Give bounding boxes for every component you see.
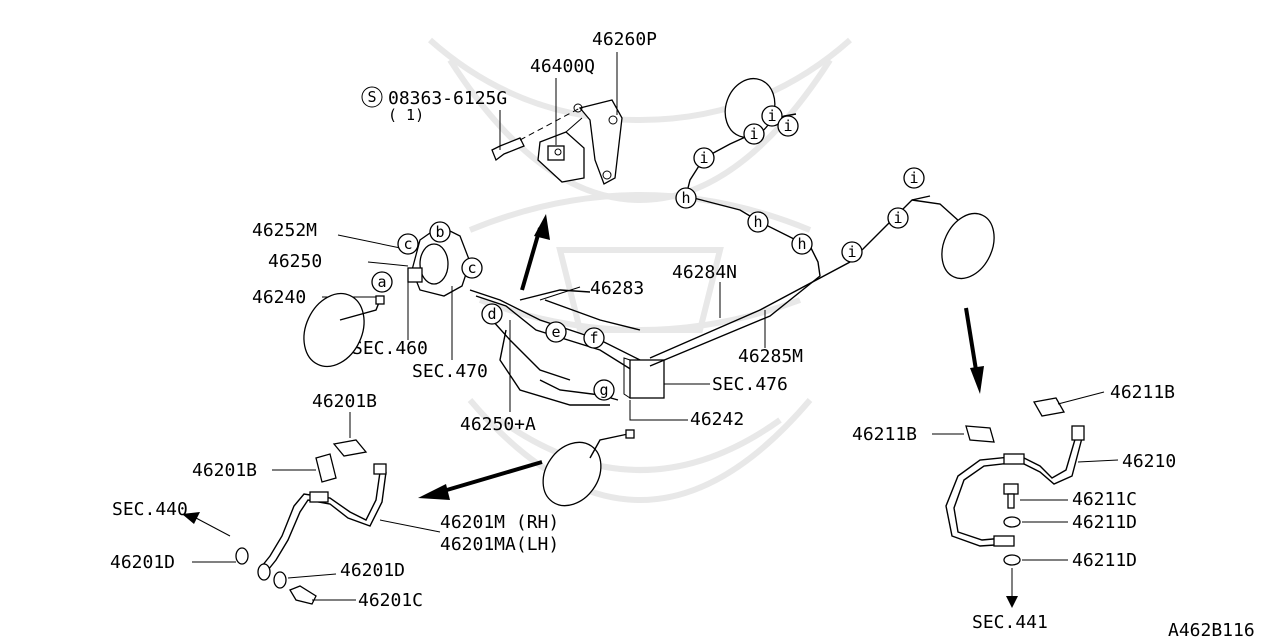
label-sec460: SEC.460 bbox=[352, 338, 428, 359]
callout-c-2: c bbox=[467, 259, 476, 277]
callout-e: e bbox=[551, 323, 560, 341]
label-46211D-1: 46211D bbox=[1072, 512, 1137, 533]
s-symbol: S bbox=[367, 88, 376, 106]
callout-i-3: i bbox=[767, 107, 776, 125]
callout-i-6: i bbox=[893, 209, 902, 227]
label-46201B-2: 46201B bbox=[192, 460, 257, 481]
label-46201D-1: 46201D bbox=[110, 552, 175, 573]
s-symbol-circle bbox=[361, 86, 383, 108]
callout-d: d bbox=[487, 305, 496, 323]
callout-b: b bbox=[435, 223, 444, 241]
sec441-arrowhead bbox=[1006, 596, 1018, 608]
label-46201C: 46201C bbox=[358, 590, 423, 611]
sensor-bracket-assembly bbox=[491, 52, 623, 185]
callout-i-4: i bbox=[783, 117, 792, 135]
label-46260P: 46260P bbox=[592, 29, 657, 50]
center-disc bbox=[542, 429, 635, 507]
sec440-arrowhead bbox=[182, 512, 200, 524]
arrow-up bbox=[520, 227, 542, 291]
label-46211B-1: 46211B bbox=[1110, 382, 1175, 403]
callout-i-7: i bbox=[909, 169, 918, 187]
callout-a: a bbox=[377, 273, 386, 291]
label-08363-6125G: 08363-6125G bbox=[388, 88, 507, 109]
label-sec441: SEC.441 bbox=[972, 612, 1048, 633]
watermark-logo bbox=[428, 37, 852, 503]
label-46210: 46210 bbox=[1122, 451, 1176, 472]
brake-valve-assembly bbox=[322, 225, 471, 360]
label-46211B-2: 46211B bbox=[852, 424, 917, 445]
label-sec470: SEC.470 bbox=[412, 361, 488, 382]
label-46201M: 46201M (RH) bbox=[440, 512, 559, 533]
label-46284N: 46284N bbox=[672, 262, 737, 283]
callout-i-5: i bbox=[847, 243, 856, 261]
arrow-up-head bbox=[534, 214, 550, 240]
main-pipes bbox=[649, 195, 931, 367]
callout-c-1: c bbox=[403, 235, 412, 253]
diagram-id: A462B116 bbox=[1168, 620, 1255, 638]
callout-i-1: i bbox=[699, 149, 708, 167]
label-46240: 46240 bbox=[252, 287, 306, 308]
label-46211D-2: 46211D bbox=[1072, 550, 1137, 571]
label-sec440: SEC.440 bbox=[112, 499, 188, 520]
arrow-lower-left-head bbox=[418, 484, 450, 500]
front-hose-assembly bbox=[192, 412, 441, 605]
label-46201MA: 46201MA(LH) bbox=[440, 534, 559, 555]
label-46285M: 46285M bbox=[738, 346, 803, 367]
arrow-right-down bbox=[964, 307, 978, 371]
label-46250: 46250 bbox=[268, 251, 322, 272]
callout-h-3: h bbox=[797, 235, 806, 253]
callout-i-2: i bbox=[749, 125, 758, 143]
label-46211C: 46211C bbox=[1072, 489, 1137, 510]
callout-g: g bbox=[599, 381, 608, 399]
rear-hose-assembly bbox=[932, 391, 1119, 598]
label-46242: 46242 bbox=[690, 409, 744, 430]
callout-f: f bbox=[589, 329, 598, 347]
callout-h-2: h bbox=[753, 213, 762, 231]
label-46201B-1: 46201B bbox=[312, 391, 377, 412]
rear-pipe-route bbox=[685, 77, 995, 280]
left-front-disc bbox=[303, 292, 385, 368]
label-08363-qty: ( 1) bbox=[388, 106, 424, 124]
arrow-lower-left bbox=[439, 460, 543, 494]
label-46250A: 46250+A bbox=[460, 414, 536, 435]
label-sec476: SEC.476 bbox=[712, 374, 788, 395]
label-46201D-2: 46201D bbox=[340, 560, 405, 581]
arrow-right-down-head bbox=[970, 366, 984, 394]
label-46252M: 46252M bbox=[252, 220, 317, 241]
callouts: a b c c d e f g h h h i i i i i i i bbox=[371, 105, 925, 401]
label-46283: 46283 bbox=[590, 278, 644, 299]
label-46400Q: 46400Q bbox=[530, 56, 595, 77]
callout-h-1: h bbox=[681, 189, 690, 207]
